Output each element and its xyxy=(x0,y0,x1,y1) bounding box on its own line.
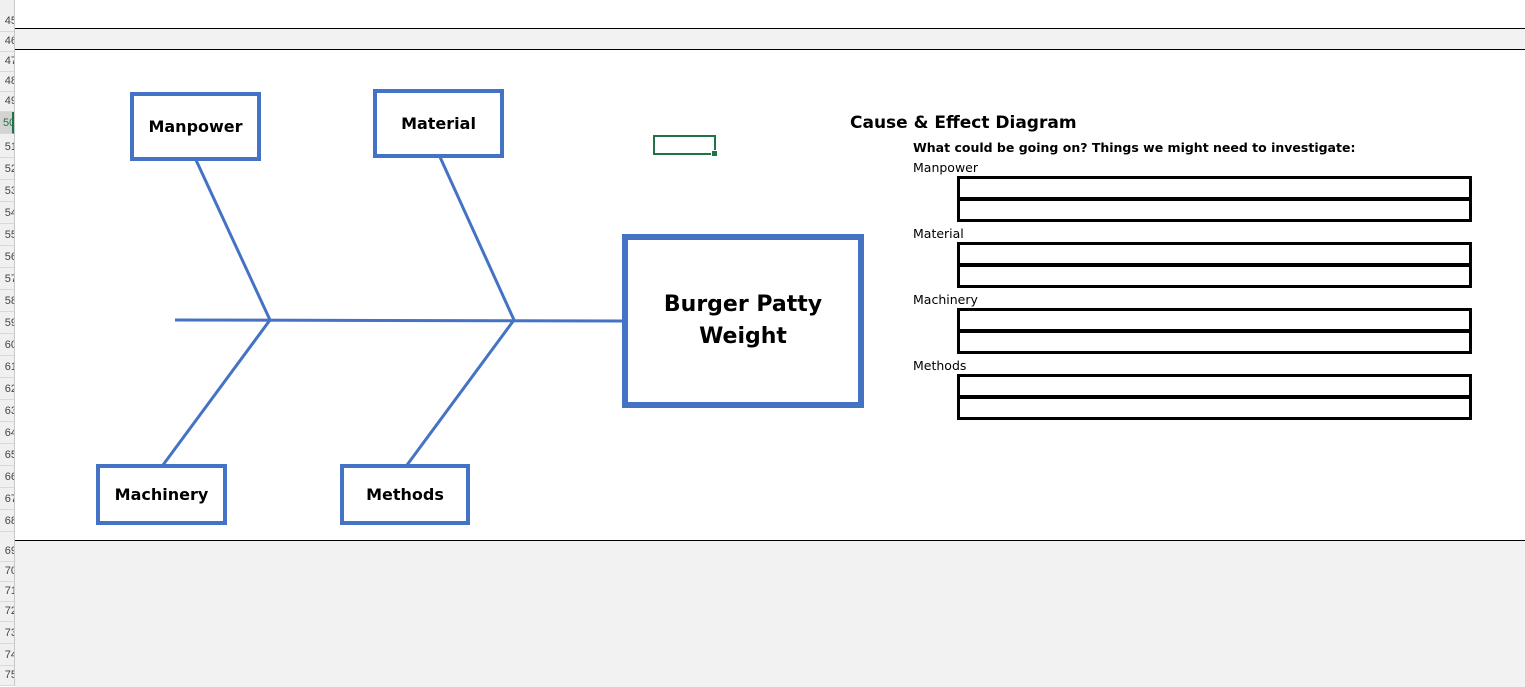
row-header-number: 61 xyxy=(4,361,14,373)
row-header-number: 69 xyxy=(4,545,14,557)
row-header-number: 52 xyxy=(4,163,14,175)
methods-entry-1[interactable] xyxy=(957,374,1472,398)
section-label-methods: Methods xyxy=(913,358,967,373)
manpower-entry-2[interactable] xyxy=(957,198,1472,222)
machinery-bone xyxy=(161,319,272,466)
empty-grid-area xyxy=(15,540,1525,687)
row-header-number: 75 xyxy=(4,669,14,681)
row-header[interactable]: 73 xyxy=(0,622,14,644)
panel-title: Cause & Effect Diagram xyxy=(850,113,1077,133)
row-header-number: 62 xyxy=(4,383,14,395)
row-header[interactable]: 58 xyxy=(0,290,14,312)
row-header[interactable]: 72 xyxy=(0,600,14,622)
material-bone xyxy=(438,156,516,321)
row-header-number: 70 xyxy=(4,565,14,577)
row-header-number: 56 xyxy=(4,251,14,263)
row-header-number: 54 xyxy=(4,207,14,219)
material-entry-1[interactable] xyxy=(957,242,1472,266)
row-header[interactable]: 63 xyxy=(0,400,14,422)
collapsed-row-band xyxy=(15,28,1525,50)
spine-line xyxy=(174,318,626,323)
row-header[interactable]: 50 xyxy=(0,112,14,134)
methods-cause-label: Methods xyxy=(366,485,444,504)
row-header-number: 53 xyxy=(4,185,14,197)
row-header-number: 51 xyxy=(4,141,14,153)
row-header-number: 59 xyxy=(4,317,14,329)
row-header-number: 67 xyxy=(4,493,14,505)
methods-bone xyxy=(405,319,516,466)
section-label-material: Material xyxy=(913,226,964,241)
row-header[interactable]: 47 xyxy=(0,50,14,72)
section-label-manpower: Manpower xyxy=(913,160,979,175)
effect-box[interactable]: Burger Patty Weight xyxy=(622,234,864,408)
row-header[interactable]: 70 xyxy=(0,560,14,582)
row-header-number: 45 xyxy=(4,15,14,27)
row-header[interactable]: 48 xyxy=(0,70,14,92)
row-header-number: 68 xyxy=(4,515,14,527)
row-header[interactable]: 74 xyxy=(0,644,14,666)
row-header-number: 73 xyxy=(4,627,14,639)
row-header[interactable]: 45 xyxy=(0,10,14,32)
row-header-number: 48 xyxy=(4,75,14,87)
row-header[interactable]: 67 xyxy=(0,488,14,510)
material-cause-label: Material xyxy=(401,114,476,133)
row-header-number: 58 xyxy=(4,295,14,307)
row-header[interactable]: 57 xyxy=(0,268,14,290)
machinery-entry-2[interactable] xyxy=(957,330,1472,354)
methods-cause-box[interactable]: Methods xyxy=(340,464,470,525)
row-header[interactable]: 61 xyxy=(0,356,14,378)
machinery-cause-label: Machinery xyxy=(114,485,209,504)
row-header-number: 72 xyxy=(4,605,14,617)
row-header[interactable]: 65 xyxy=(0,444,14,466)
row-header[interactable]: 64 xyxy=(0,422,14,444)
effect-label: Burger Patty Weight xyxy=(663,292,823,349)
row-header-number: 49 xyxy=(4,95,14,107)
row-header[interactable]: 51 xyxy=(0,136,14,158)
row-header-number: 63 xyxy=(4,405,14,417)
row-headers: 45 46 47 48 49 50 51 52 53 54 55 56 57 58 59 60 61 62 63 64… xyxy=(0,0,15,686)
row-header[interactable]: 52 xyxy=(0,158,14,180)
section-label-machinery: Machinery xyxy=(913,292,978,307)
row-header[interactable]: 54 xyxy=(0,202,14,224)
row-header[interactable]: 46 xyxy=(0,30,14,52)
row-header-number: 46 xyxy=(4,35,14,47)
row-header[interactable]: 56 xyxy=(0,246,14,268)
panel-subtitle: What could be going on? Things we might … xyxy=(913,140,1356,155)
row-header[interactable]: 60 xyxy=(0,334,14,356)
row-header-number: 60 xyxy=(4,339,14,351)
row-header[interactable]: 59 xyxy=(0,312,14,334)
material-cause-box[interactable]: Material xyxy=(373,89,504,158)
row-header-number: 50 xyxy=(3,117,12,129)
machinery-cause-box[interactable]: Machinery xyxy=(96,464,227,525)
material-entry-2[interactable] xyxy=(957,264,1472,288)
row-header[interactable]: 69 xyxy=(0,540,14,562)
row-header-number: 71 xyxy=(4,585,14,597)
row-header[interactable]: 66 xyxy=(0,466,14,488)
row-header-number: 55 xyxy=(4,229,14,241)
manpower-bone xyxy=(194,159,272,321)
row-header-number: 47 xyxy=(4,55,14,67)
fill-handle[interactable] xyxy=(711,150,718,157)
methods-entry-2[interactable] xyxy=(957,396,1472,420)
row-header-number: 74 xyxy=(4,649,14,661)
manpower-entry-1[interactable] xyxy=(957,176,1472,200)
row-header-number: 66 xyxy=(4,471,14,483)
manpower-cause-box[interactable]: Manpower xyxy=(130,92,261,161)
row-header[interactable]: 68 xyxy=(0,510,14,532)
row-header-number: 57 xyxy=(4,273,14,285)
row-header[interactable]: 55 xyxy=(0,224,14,246)
row-header-number: 65 xyxy=(4,449,14,461)
row-header-number: 64 xyxy=(4,427,14,439)
machinery-entry-1[interactable] xyxy=(957,308,1472,332)
manpower-cause-label: Manpower xyxy=(148,117,243,136)
row-header[interactable]: 49 xyxy=(0,90,14,112)
row-header[interactable]: 71 xyxy=(0,580,14,602)
selected-cell[interactable] xyxy=(653,135,718,157)
row-header[interactable]: 62 xyxy=(0,378,14,400)
row-header[interactable]: 53 xyxy=(0,180,14,202)
